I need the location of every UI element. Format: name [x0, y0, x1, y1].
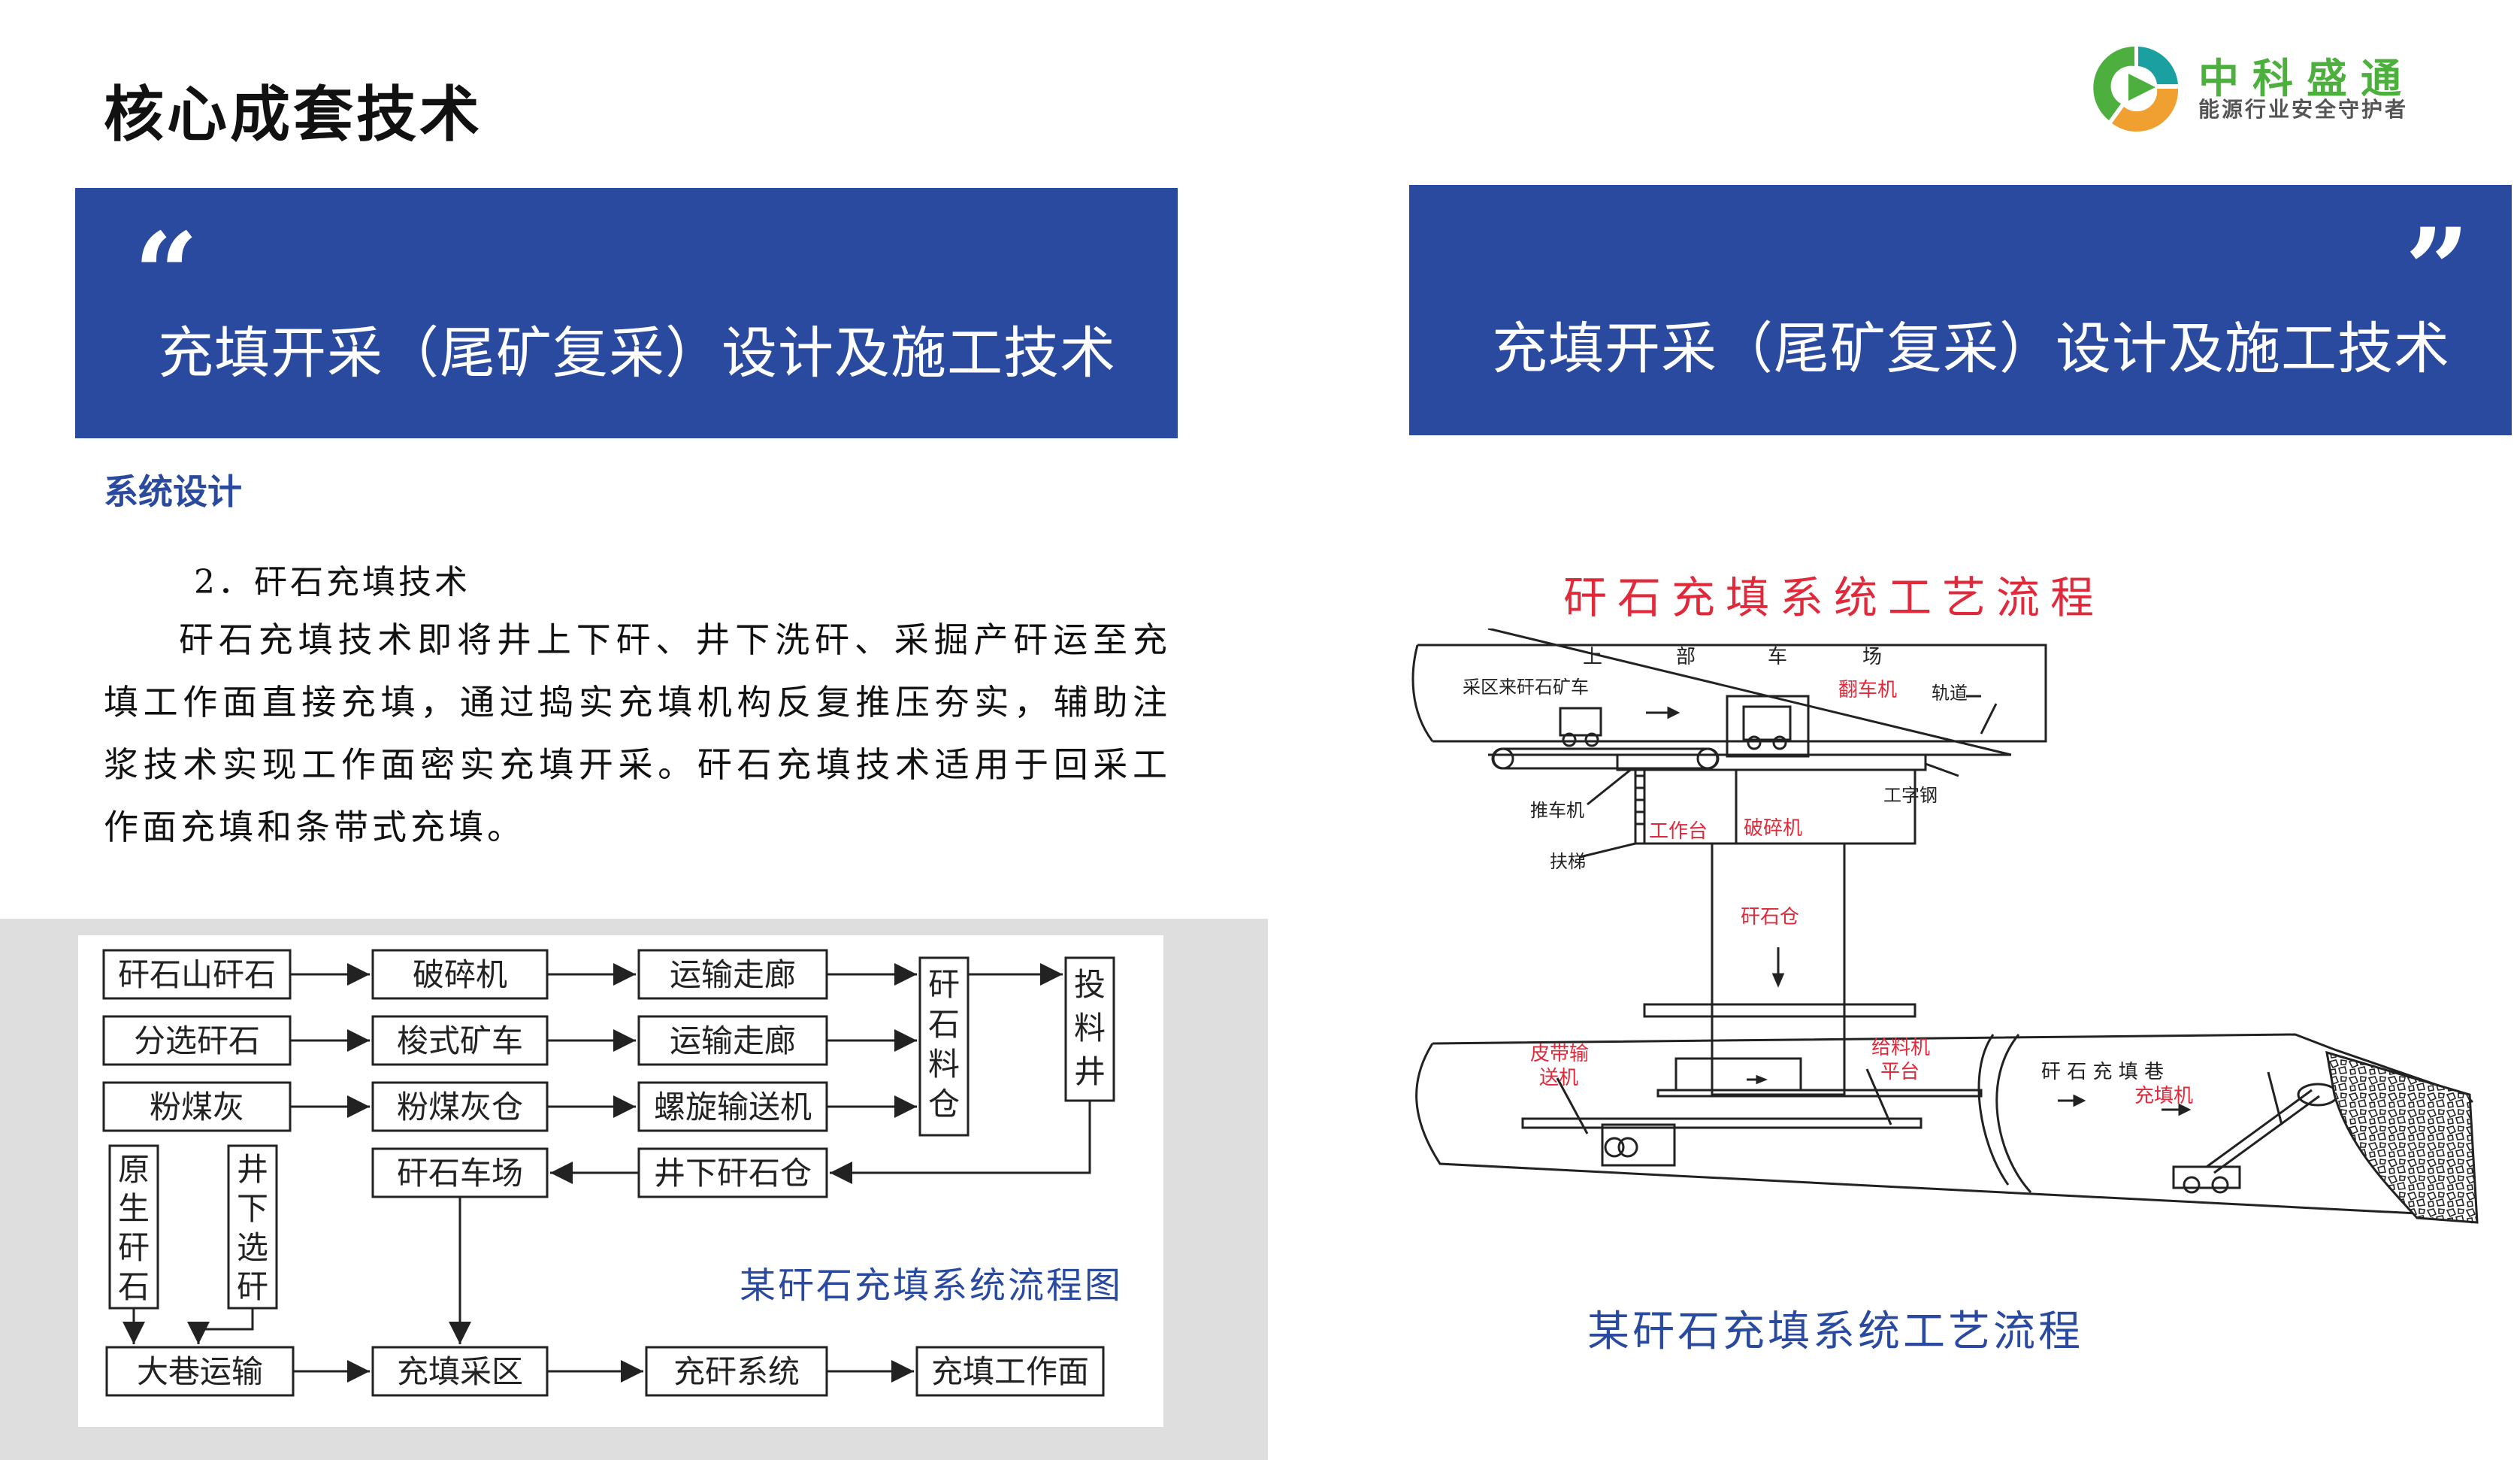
- box-fill-system: [645, 1346, 828, 1397]
- label-bin-4: 仓: [928, 1086, 960, 1122]
- banner-left-text: 充填开采（尾矿复采）设计及施工技术: [158, 321, 1116, 386]
- label-wash-3: 选: [237, 1229, 268, 1266]
- gangue-filling-process-diagram: 上 部 车 场 采区来矸石矿车 轨道 推车机 工字钢 扶梯 矸 石 充 填 巷 …: [1411, 629, 2479, 1224]
- banner-left: “ 充填开采（尾矿复采）设计及施工技术: [75, 188, 1178, 438]
- section-subheading: 2．矸石充填技术: [194, 563, 470, 601]
- box-crusher: [371, 949, 549, 1000]
- label-raw-1: 原: [118, 1151, 150, 1188]
- label-feeder-1: 给料机: [1871, 1037, 1930, 1059]
- box-fly-ash: [102, 1081, 292, 1132]
- label-belt-1: 皮带输: [1530, 1043, 1589, 1065]
- label-wash-1: 井: [237, 1151, 268, 1188]
- label-feeder-2: 平台: [1880, 1061, 1919, 1083]
- label-i-beam: 工字钢: [1883, 785, 1938, 806]
- box-corridor-1: [637, 949, 828, 1000]
- section-heading: 系统设计: [104, 471, 242, 512]
- label-roadway: 大巷运输: [137, 1353, 263, 1390]
- label-shuttle-car: 梭式矿车: [397, 1022, 523, 1059]
- box-storage-bin: [918, 956, 970, 1137]
- banner-right-text: 充填开采（尾矿复采）设计及施工技术: [1492, 317, 2450, 381]
- label-upper-yard-2: 部: [1676, 646, 1696, 668]
- label-fly-ash: 粉煤灰: [150, 1089, 244, 1125]
- box-corridor-2: [637, 1015, 828, 1066]
- label-corridor-1: 运输走廊: [670, 956, 796, 993]
- label-shaft-3: 井: [1074, 1053, 1106, 1090]
- label-upper-yard-3: 车: [1768, 646, 1787, 668]
- banner-right: ” 充填开采（尾矿复采）设计及施工技术: [1409, 185, 2512, 435]
- flowchart-caption: 某矸石充填系统流程图: [740, 1265, 1123, 1307]
- gangue-flowchart: 矸石山矸石 破碎机 运输走廊 分选矸石 梭式矿车 运输走廊 粉煤灰 粉煤灰仓 螺…: [102, 949, 1123, 1397]
- close-quote-icon: ”: [2404, 204, 2470, 336]
- label-gangue-bin: 矸石仓: [1741, 906, 1799, 928]
- label-filler: 充填机: [2134, 1085, 2193, 1107]
- label-platform: 工作台: [1649, 820, 1708, 843]
- label-tippler: 翻车机: [1838, 679, 1897, 701]
- label-track: 轨道: [1932, 683, 1968, 704]
- company-logo: [2082, 39, 2443, 137]
- diagram-title: 矸石充填系统工艺流程: [1563, 572, 2105, 623]
- label-shaft-1: 投: [1074, 966, 1106, 1003]
- label-raw-3: 矸: [118, 1229, 150, 1266]
- label-screw-conveyor: 螺旋输送机: [654, 1089, 812, 1125]
- box-shaft: [1064, 956, 1115, 1102]
- label-face: 充填工作面: [931, 1353, 1089, 1390]
- label-fill-area: 充填采区: [397, 1353, 523, 1390]
- label-yard: 矸石车场: [397, 1155, 523, 1192]
- label-bin-3: 料: [928, 1046, 960, 1083]
- body-paragraph: 矸石充填技术即将井上下矸、井下洗矸、采掘产矸运至充填工作面直接充填，通过捣实充填…: [104, 619, 1171, 847]
- label-upper-yard-1: 上: [1583, 646, 1602, 668]
- logo-name: 中科盛通: [2198, 55, 2415, 102]
- box-sorted-gangue: [102, 1015, 292, 1066]
- label-crusher-machine: 破碎机: [1744, 817, 1802, 840]
- label-belt-2: 送机: [1539, 1067, 1578, 1089]
- label-sorted-gangue: 分选矸石: [134, 1022, 260, 1059]
- label-bin-2: 石: [928, 1006, 960, 1043]
- gangue-fill-region: [2325, 1050, 2479, 1224]
- logo-slogan: 能源行业安全守护者: [2198, 97, 2409, 122]
- box-face: [915, 1346, 1105, 1397]
- label-wash-4: 矸: [237, 1268, 268, 1305]
- label-fill-system: 充矸系统: [673, 1353, 800, 1390]
- label-shaft-2: 料: [1074, 1010, 1106, 1047]
- label-pusher: 推车机: [1530, 800, 1584, 821]
- box-shuttle-car: [371, 1015, 549, 1066]
- box-raw-gangue: [108, 1144, 159, 1310]
- label-upper-yard-4: 场: [1862, 646, 1882, 668]
- logo-mark-icon: [2093, 47, 2179, 132]
- label-fill-lane: 矸 石 充 填 巷: [2041, 1061, 2164, 1083]
- diagram-caption: 某矸石充填系统工艺流程: [1587, 1307, 2083, 1356]
- label-bin-1: 矸: [928, 966, 960, 1003]
- page-title: 核心成套技术: [104, 80, 483, 150]
- label-mine-car: 采区来矸石矿车: [1463, 677, 1589, 698]
- label-ladder: 扶梯: [1550, 851, 1586, 872]
- box-fill-area: [371, 1346, 549, 1397]
- label-raw-4: 石: [118, 1268, 150, 1305]
- label-corridor-2: 运输走廊: [670, 1022, 796, 1059]
- label-gangue-heap: 矸石山矸石: [118, 956, 276, 993]
- label-wash-2: 下: [237, 1190, 268, 1227]
- label-underground-bin: 井下矸石仓: [654, 1155, 812, 1192]
- label-raw-2: 生: [118, 1190, 150, 1227]
- box-roadway: [105, 1346, 295, 1397]
- label-fly-ash-bin: 粉煤灰仓: [397, 1089, 523, 1125]
- label-crusher: 破碎机: [413, 956, 507, 993]
- box-fly-ash-bin: [371, 1081, 549, 1132]
- open-quote-icon: “: [134, 208, 199, 341]
